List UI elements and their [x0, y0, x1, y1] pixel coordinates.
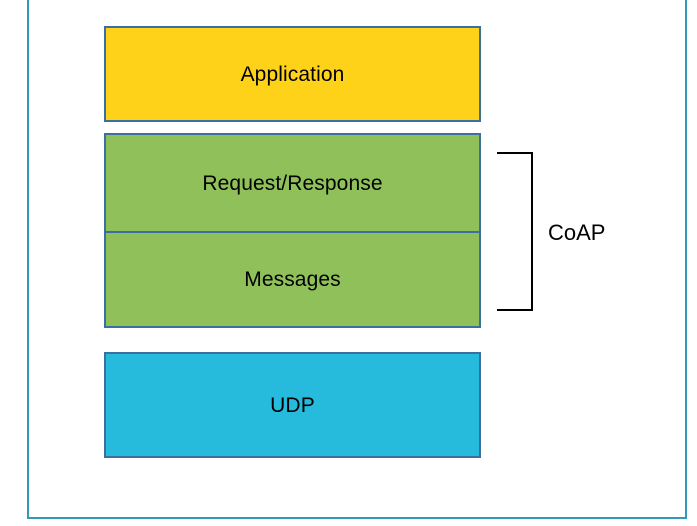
layer-label-request-response: Request/Response	[202, 171, 383, 195]
layer-box-application: Application	[104, 26, 481, 122]
layer-box-request-response: Request/Response	[104, 133, 481, 232]
layer-label-application: Application	[240, 62, 345, 86]
layer-label-udp: UDP	[270, 393, 315, 417]
coap-bracket-icon	[497, 152, 533, 311]
layer-box-messages: Messages	[104, 232, 481, 328]
page-frame-left-edge	[27, 0, 29, 519]
layer-box-udp: UDP	[104, 352, 481, 458]
page-frame-right-edge	[685, 0, 687, 519]
layer-label-messages: Messages	[244, 268, 341, 291]
page-frame-bottom-edge	[27, 517, 687, 519]
coap-annotation-label: CoAP	[548, 220, 606, 245]
